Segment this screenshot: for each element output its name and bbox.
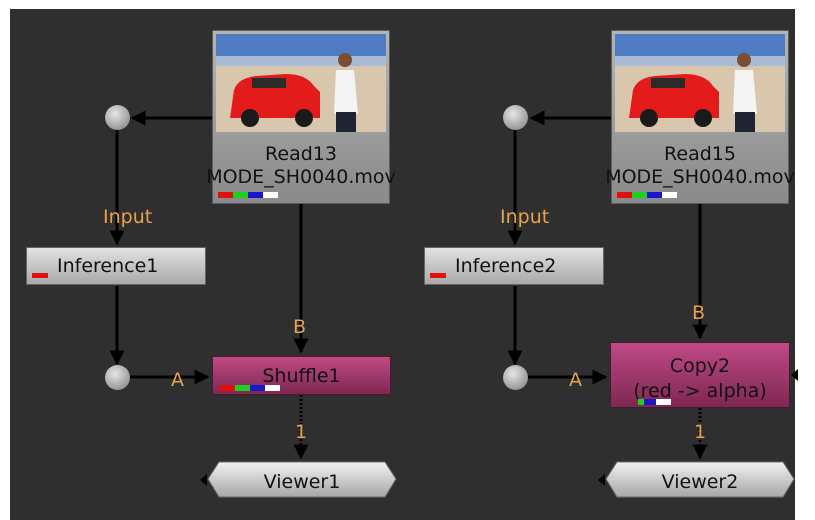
channel-chips bbox=[617, 192, 677, 198]
edge-label-input-right: Input bbox=[500, 206, 550, 228]
read13-node[interactable]: Read13 MODE_SH0040.mov bbox=[206, 30, 396, 204]
thumbnail-image bbox=[216, 34, 386, 132]
read13-filename: MODE_SH0040.mov bbox=[206, 166, 396, 188]
edge-label-a-left: A bbox=[171, 369, 184, 391]
channel-chips bbox=[220, 385, 280, 391]
viewer1-label: Viewer1 bbox=[263, 471, 341, 493]
dot-node-left-top[interactable] bbox=[105, 105, 130, 130]
inference1-node[interactable]: Inference1 bbox=[26, 247, 206, 285]
viewer2-node[interactable]: Viewer2 bbox=[605, 461, 795, 498]
inference2-node[interactable]: Inference2 bbox=[424, 247, 604, 285]
edge-label-input-left: Input bbox=[103, 206, 153, 228]
read15-title: Read15 bbox=[664, 143, 736, 165]
copy2-sublabel: (red -> alpha) bbox=[633, 380, 767, 402]
dot-node-right-top[interactable] bbox=[503, 105, 528, 130]
channel-chips bbox=[638, 399, 671, 405]
shuffle1-label: Shuffle1 bbox=[262, 365, 341, 387]
viewer1-node[interactable]: Viewer1 bbox=[207, 461, 397, 498]
channel-chip-red bbox=[430, 273, 446, 278]
viewer2-input-arrow[interactable] bbox=[598, 474, 605, 486]
read13-title: Read13 bbox=[265, 143, 337, 165]
read15-filename: MODE_SH0040.mov bbox=[605, 166, 795, 188]
edge-label-1-right: 1 bbox=[694, 421, 707, 443]
inference2-label: Inference2 bbox=[455, 255, 557, 277]
channel-chip-red bbox=[32, 273, 48, 278]
edge-label-b-right: B bbox=[692, 302, 706, 324]
shuffle1-node[interactable]: Shuffle1 bbox=[212, 356, 391, 395]
copy2-node[interactable]: Copy2 (red -> alpha) bbox=[610, 342, 790, 408]
viewer1-input-arrow[interactable] bbox=[200, 474, 207, 486]
viewer2-label: Viewer2 bbox=[661, 471, 739, 493]
channel-chips bbox=[218, 192, 278, 198]
edge-label-a-right: A bbox=[569, 369, 582, 391]
read15-node[interactable]: Read15 MODE_SH0040.mov bbox=[605, 30, 795, 204]
dot-node-right-bottom[interactable] bbox=[503, 365, 528, 390]
thumbnail-image bbox=[615, 34, 785, 132]
edge-label-1-left: 1 bbox=[295, 421, 308, 443]
edge-label-b-left: B bbox=[293, 316, 307, 338]
dot-node-left-bottom[interactable] bbox=[105, 365, 130, 390]
copy2-label: Copy2 bbox=[669, 355, 731, 377]
inference1-label: Inference1 bbox=[57, 255, 159, 277]
copy2-mask-input-arrow[interactable] bbox=[791, 369, 798, 381]
